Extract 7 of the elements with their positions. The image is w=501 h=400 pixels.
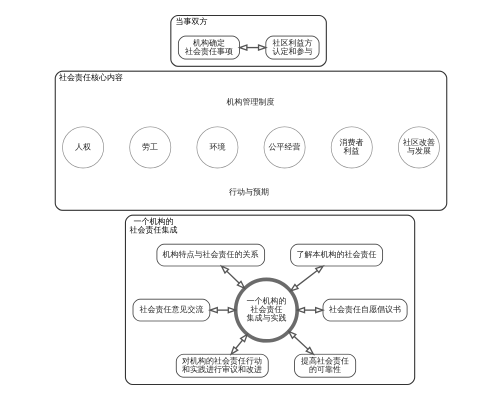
arrow xyxy=(288,264,324,292)
arrow xyxy=(220,264,246,290)
arrow xyxy=(294,306,324,314)
arrow xyxy=(237,44,268,52)
arrow xyxy=(229,332,248,356)
arrow xyxy=(208,306,238,314)
arrow xyxy=(286,330,314,356)
